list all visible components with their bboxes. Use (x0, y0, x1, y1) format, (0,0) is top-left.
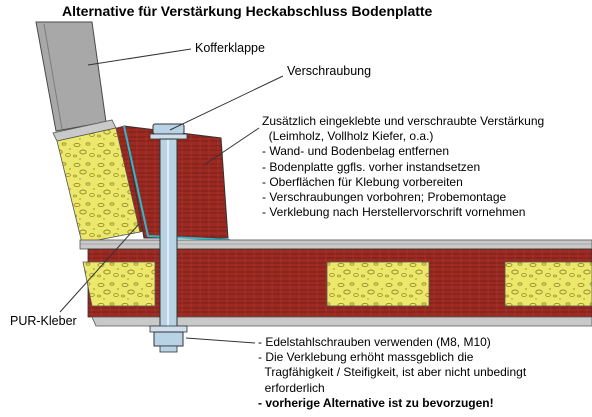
label-verschraubung: Verschraubung (287, 64, 372, 78)
glue-line (123, 125, 231, 241)
leader-screws (185, 337, 256, 344)
leader-verschraubung (169, 75, 284, 131)
note-bottom-line: - Die Verklebung erhöht massgeblich die (258, 350, 474, 365)
bolt-tip (159, 345, 178, 353)
diagram-title: Alternative für Verstärkung Heckabschlus… (62, 3, 433, 19)
bolt-washer-bottom (149, 325, 188, 333)
floor-foam-right (504, 261, 592, 307)
note-top-line: - Verklebung nach Herstellervorschrift v… (262, 205, 526, 220)
note-bottom-line: erforderlich (258, 380, 325, 395)
bolt-nut (153, 331, 184, 347)
note-bottom-line: - Edelstahlschrauben verwenden (M8, M10) (258, 335, 491, 349)
floor-foam-middle (326, 261, 430, 307)
kofferklappe-edge (43, 23, 63, 130)
leader-pur-kleber (59, 223, 140, 313)
note-reinforcement: Zusätzlich eingeklebte und verschraubte … (262, 114, 544, 220)
label-pur-kleber: PUR-Kleber (10, 314, 77, 328)
note-top-line: - Bodenplatte ggfls. vorher instandsetze… (262, 159, 481, 174)
note-top-line: - Verschraubungen vorbohren; Probemontag… (262, 190, 507, 205)
note-top-line: (Leimholz, Vollholz Kiefer, o.a.) (262, 129, 434, 144)
leader-reinforcement (203, 127, 260, 166)
note-bottom-emphasis: - vorherige Alternative ist zu bevorzuge… (258, 395, 494, 410)
note-bottom-line: Tragfähigkeit / Steifigkeit, ist aber ni… (258, 365, 527, 380)
floor-laminate-bottom (91, 316, 592, 327)
note-top-line: Zusätzlich eingeklebte und verschraubte … (262, 114, 545, 128)
note-screws: - Edelstahlschrauben verwenden (M8, M10)… (258, 335, 526, 411)
floor-foam-left (82, 261, 156, 307)
label-kofferklappe: Kofferklappe (195, 41, 265, 55)
bolt-washer-top (149, 133, 188, 140)
note-top-line: - Wand- und Bodenbelag entfernen (262, 144, 450, 159)
leader-kofferklappe (87, 48, 192, 66)
floor-laminate-top (79, 239, 592, 250)
note-top-line: - Oberflächen für Klebung vorbereiten (262, 174, 463, 189)
